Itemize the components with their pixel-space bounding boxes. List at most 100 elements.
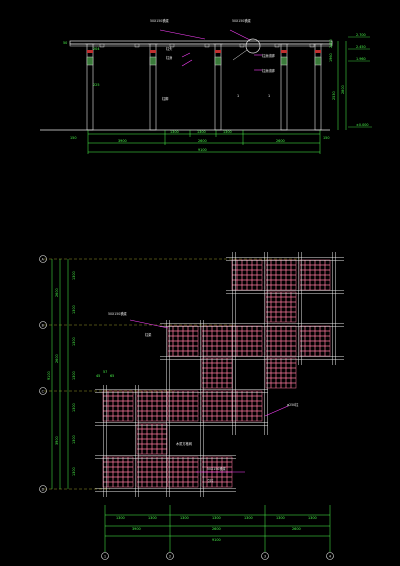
bot-dim1-4: 1300: [244, 516, 253, 520]
left-dim2-0: 2600: [55, 288, 59, 297]
dim-b2-1: 2600: [198, 139, 207, 143]
beam-block-1: [134, 43, 140, 48]
dim-b2-2: 2600: [276, 139, 285, 143]
left-dim1-1: 1300: [72, 305, 76, 314]
plan-note-right: φ250柱: [287, 402, 299, 407]
bot-dim2-1: 2600: [212, 527, 221, 531]
left-dim1-5: 1300: [72, 435, 76, 444]
mark-1b: 1: [268, 94, 270, 98]
note-col-b: 柱身: [166, 55, 172, 60]
left-dim2-1: 2600: [55, 354, 59, 363]
beam-block-6: [309, 43, 315, 48]
bot-dim1-3: 1300: [212, 516, 221, 520]
axis-4: 4: [326, 552, 334, 560]
detail-circle: [245, 38, 261, 54]
elev-mark-2: 1.960: [356, 57, 366, 61]
elevation-drawing: 50X150横梁 50X150横梁 柱头 柱身 柱脚 柱身线脚 柱身线脚 1 1…: [40, 18, 372, 154]
left-dim1-6: 1300: [72, 467, 76, 476]
svg-text:D: D: [42, 487, 45, 491]
left-dim1-3: 1300: [72, 371, 76, 380]
note-col-d: 柱身线脚: [262, 53, 275, 58]
left-dim1-4: 1300: [72, 403, 76, 412]
dim-b1-2: 1300: [223, 130, 232, 134]
svg-text:3: 3: [264, 554, 266, 558]
leader: [159, 29, 206, 40]
beam-block-2: [169, 43, 175, 48]
mark-1: 1: [237, 94, 239, 98]
bot-dim1-0: 1300: [116, 516, 125, 520]
bot-dim1-6: 1300: [308, 516, 317, 520]
plan-note-top: 50X150横梁: [108, 311, 128, 316]
small-dim-0: 45: [96, 374, 100, 378]
note-beam-a: 50X150横梁: [150, 18, 170, 23]
leader: [129, 319, 169, 329]
axis-3: 3: [261, 552, 269, 560]
bot-dim2-0: 3900: [132, 527, 141, 531]
note-col-e: 柱身线脚: [262, 68, 275, 73]
leader: [264, 405, 289, 417]
top-beam-2: [69, 43, 333, 47]
column-cap-4: [315, 50, 321, 53]
plan-drawing: A B C D 9100 2600 2600 3900 1300 1300 13…: [39, 252, 344, 560]
beam-block-5: [274, 43, 280, 48]
axis-2: 2: [166, 552, 174, 560]
beam-block-3: [204, 43, 210, 48]
elev-mark-0: 2.700: [356, 33, 366, 37]
small-dim-1: 65: [110, 374, 114, 378]
svg-text:B: B: [42, 323, 44, 327]
bot-dim1-2: 1300: [180, 516, 189, 520]
leader: [181, 59, 193, 67]
left-dim1-0: 1300: [72, 271, 76, 280]
svg-text:A: A: [42, 257, 45, 261]
dim-b1-1: 1300: [197, 130, 206, 134]
plan-note-bottom-sub: 立柱: [207, 478, 214, 483]
column-band-1: [149, 56, 157, 66]
column-cap-1: [150, 50, 156, 53]
plan-beams: [44, 252, 344, 497]
lattice-cells: [102, 259, 331, 488]
dim-b1-0: 1300: [170, 130, 179, 134]
column-band-0: [86, 56, 94, 66]
h-dim-2: 2530: [332, 91, 336, 100]
bot-dim1-5: 1300: [276, 516, 285, 520]
axis-C: C: [39, 387, 47, 395]
column-cap-2: [215, 50, 221, 53]
left-total: 9100: [47, 371, 51, 380]
column-band-2: [214, 56, 222, 66]
svg-text:2: 2: [169, 554, 171, 558]
plan-note-top-sub: 柱梁: [145, 332, 152, 337]
plan-note-mid: 木质方格网: [176, 441, 192, 446]
column-band-4: [314, 56, 322, 66]
left-dim2-2: 3900: [55, 436, 59, 445]
note-beam-b: 50X150横梁: [232, 18, 252, 23]
axis-1: 1: [101, 552, 109, 560]
dim-total: 9100: [198, 148, 207, 152]
dim-b2-0: 3900: [118, 139, 127, 143]
column-cap-0: [87, 50, 93, 53]
leader: [181, 52, 191, 58]
bot-total: 9100: [212, 538, 221, 542]
bot-dim2-2: 2600: [292, 527, 301, 531]
beam-block-4: [239, 43, 245, 48]
h-dim-3: 2800: [341, 85, 345, 94]
h-dim-1: 1960: [329, 53, 333, 62]
elevation-columns: [85, 43, 323, 131]
beam-block-0: [99, 43, 105, 48]
svg-text:C: C: [42, 389, 45, 393]
left-dim1-2: 1300: [72, 337, 76, 346]
side-dim-l: 150: [70, 136, 76, 140]
plan-note-bottom: 50X150横梁: [207, 466, 227, 471]
left-dim-0: 204: [93, 47, 99, 51]
elev-mark-1: 2.450: [356, 45, 366, 49]
h-dim-0: 2450: [329, 39, 333, 48]
svg-text:4: 4: [329, 554, 331, 558]
bot-dim1-1: 1300: [148, 516, 157, 520]
axis-A: A: [39, 255, 47, 263]
axis-D: D: [39, 485, 47, 493]
note-col-c: 柱脚: [162, 96, 168, 101]
column-band-3: [280, 56, 288, 66]
top-beam: [69, 40, 333, 45]
svg-text:1: 1: [104, 554, 106, 558]
small-dim-2: 57: [103, 370, 107, 374]
